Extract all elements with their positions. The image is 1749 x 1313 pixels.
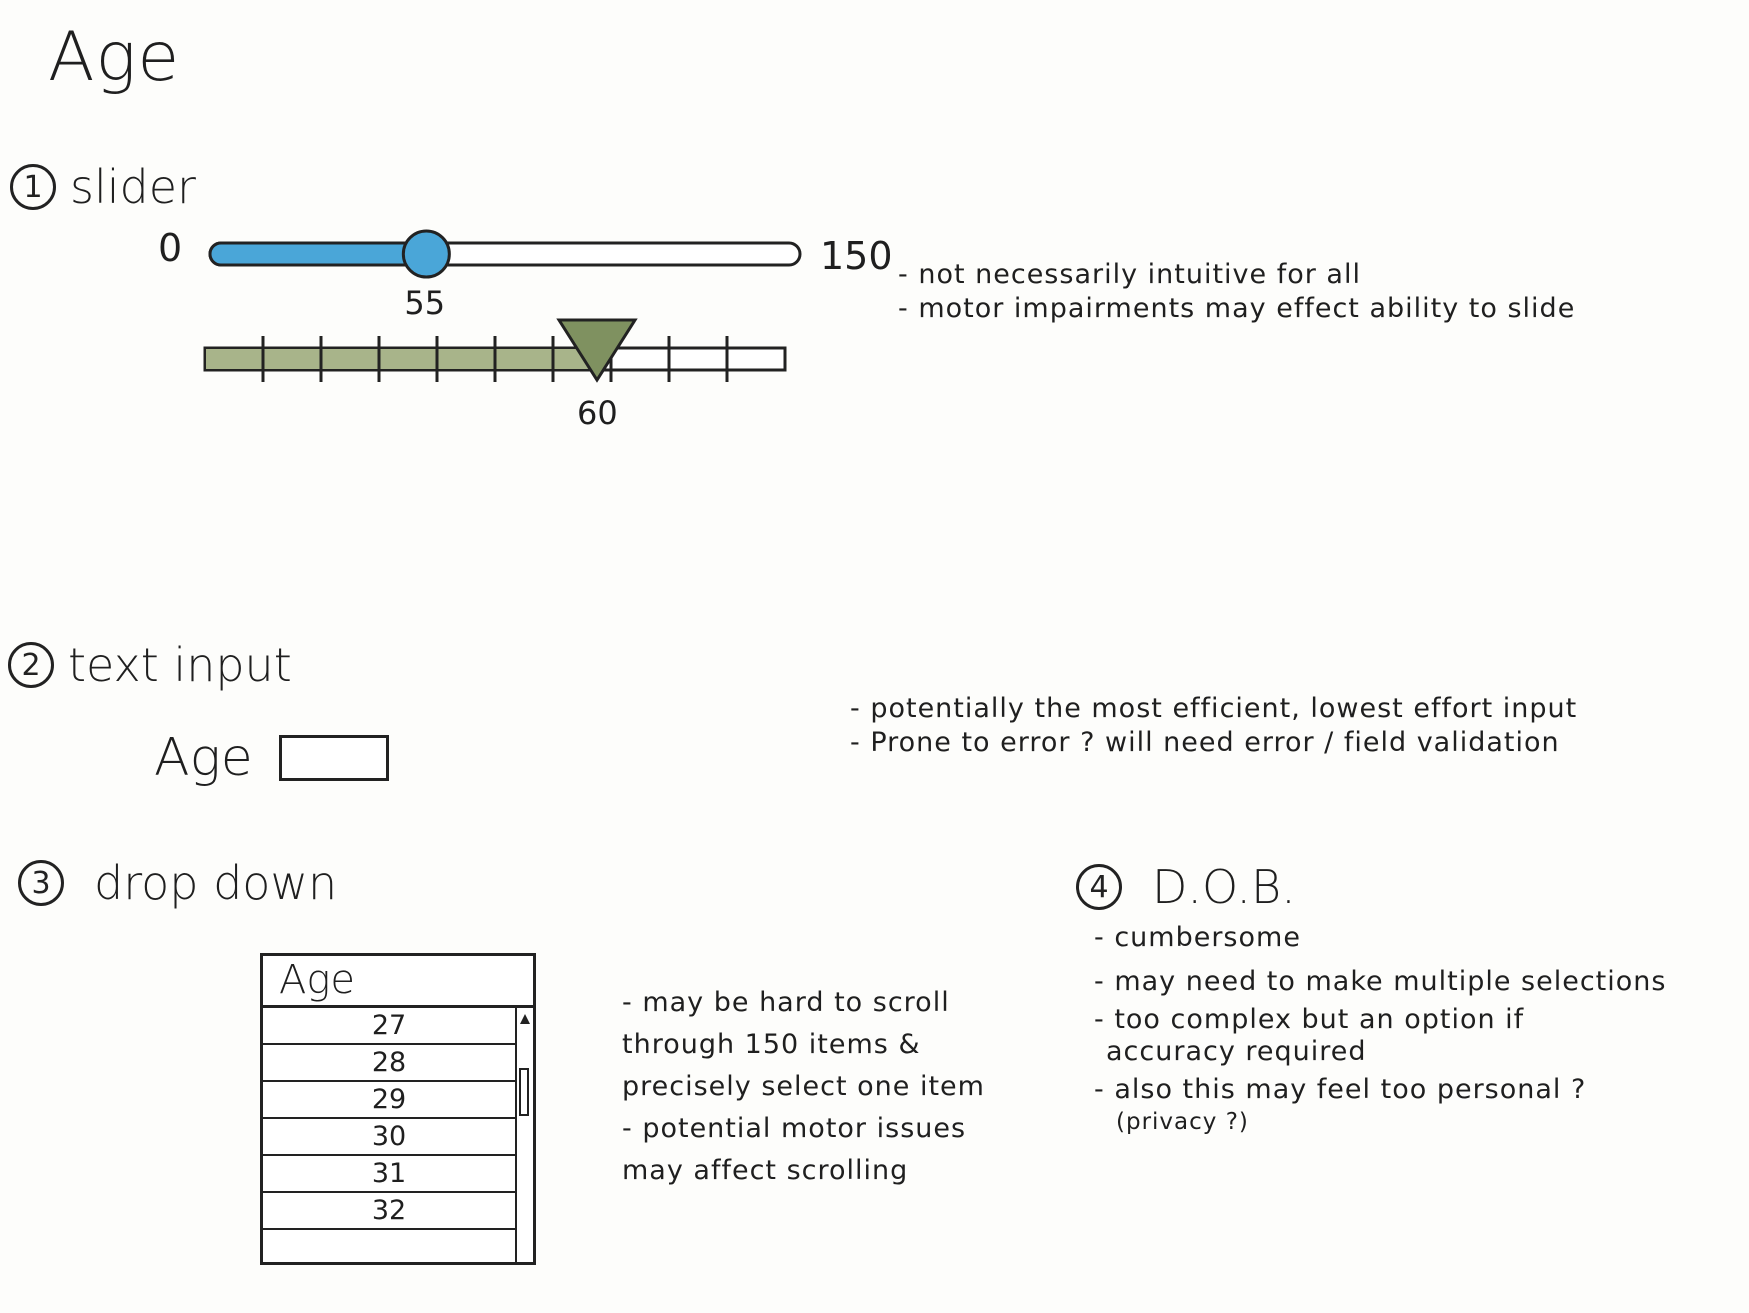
note-line: - not necessarily intuitive for all — [898, 259, 1361, 290]
slider-fill — [208, 241, 428, 267]
slider-thumb[interactable] — [401, 229, 451, 279]
note-line: - motor impairments may effect ability t… — [898, 293, 1576, 324]
slider-max-label: 150 — [820, 234, 893, 278]
dropdown-option[interactable]: 32 — [263, 1193, 515, 1230]
dropdown-option[interactable] — [263, 1230, 515, 1267]
note-line: precisely select one item — [622, 1071, 985, 1102]
scrollbar-thumb[interactable] — [519, 1068, 529, 1116]
age-field-label: Age — [154, 728, 253, 788]
dropdown-header[interactable]: Age — [263, 956, 533, 1008]
note-line: - may need to make multiple selections — [1094, 966, 1667, 997]
dropdown-option[interactable]: 27 — [263, 1008, 515, 1045]
section-label: D.O.B. — [1152, 860, 1296, 914]
age-dropdown[interactable]: Age 27 28 29 30 31 32 — [260, 953, 536, 1265]
slider-notes: - not necessarily intuitive for all - mo… — [898, 258, 1575, 326]
dropdown-option[interactable]: 30 — [263, 1119, 515, 1156]
note-line: accuracy required — [1106, 1036, 1367, 1067]
note-line: - also this may feel too personal ? — [1094, 1074, 1587, 1105]
section-dropdown-heading: 3 drop down — [18, 856, 337, 910]
dropdown-options-list[interactable]: 27 28 29 30 31 32 — [263, 1008, 515, 1262]
page-title: Age — [48, 18, 181, 97]
slider-min-label: 0 — [158, 226, 183, 270]
scroll-up-arrow-icon[interactable] — [520, 1014, 530, 1024]
note-line: - potentially the most efficient, lowest… — [850, 693, 1578, 724]
stepped-slider-value-label: 60 — [577, 394, 618, 432]
section-dob-heading: 4 D.O.B. — [1076, 860, 1296, 914]
section-label: drop down — [94, 856, 338, 910]
note-line: - too complex but an option if — [1094, 1004, 1525, 1035]
slider-value-label: 55 — [404, 284, 446, 322]
dropdown-option[interactable]: 28 — [263, 1045, 515, 1082]
age-text-field-group: Age — [154, 728, 389, 788]
note-line: - may be hard to scroll — [622, 987, 950, 1018]
section-label: slider — [70, 160, 196, 214]
note-line: through 150 items & — [622, 1029, 921, 1060]
section-text-input-heading: 2 text input — [8, 638, 292, 692]
stepped-slider[interactable] — [190, 312, 810, 392]
section-slider-heading: 1 slider — [10, 160, 196, 214]
note-line: - Prone to error ? will need error / fie… — [850, 727, 1560, 758]
section-number-badge: 1 — [10, 164, 56, 210]
section-number-badge: 2 — [8, 642, 54, 688]
dropdown-scrollbar[interactable] — [515, 1008, 533, 1262]
stepped-slider-marker[interactable] — [556, 318, 638, 383]
section-label: text input — [68, 638, 292, 692]
text-input-notes: - potentially the most efficient, lowest… — [850, 692, 1577, 760]
continuous-slider[interactable] — [190, 228, 830, 288]
note-line: may affect scrolling — [622, 1155, 909, 1186]
dropdown-notes: - may be hard to scroll through 150 item… — [622, 982, 985, 1192]
note-line: - cumbersome — [1094, 922, 1301, 953]
dob-notes: - cumbersome - may need to make multiple… — [1094, 922, 1666, 1138]
section-number-badge: 3 — [18, 860, 64, 906]
section-number-badge: 4 — [1076, 864, 1122, 910]
note-line: - potential motor issues — [622, 1113, 967, 1144]
note-line: (privacy ?) — [1116, 1109, 1249, 1135]
dropdown-option[interactable]: 29 — [263, 1082, 515, 1119]
age-text-input[interactable] — [278, 735, 389, 781]
dropdown-option[interactable]: 31 — [263, 1156, 515, 1193]
